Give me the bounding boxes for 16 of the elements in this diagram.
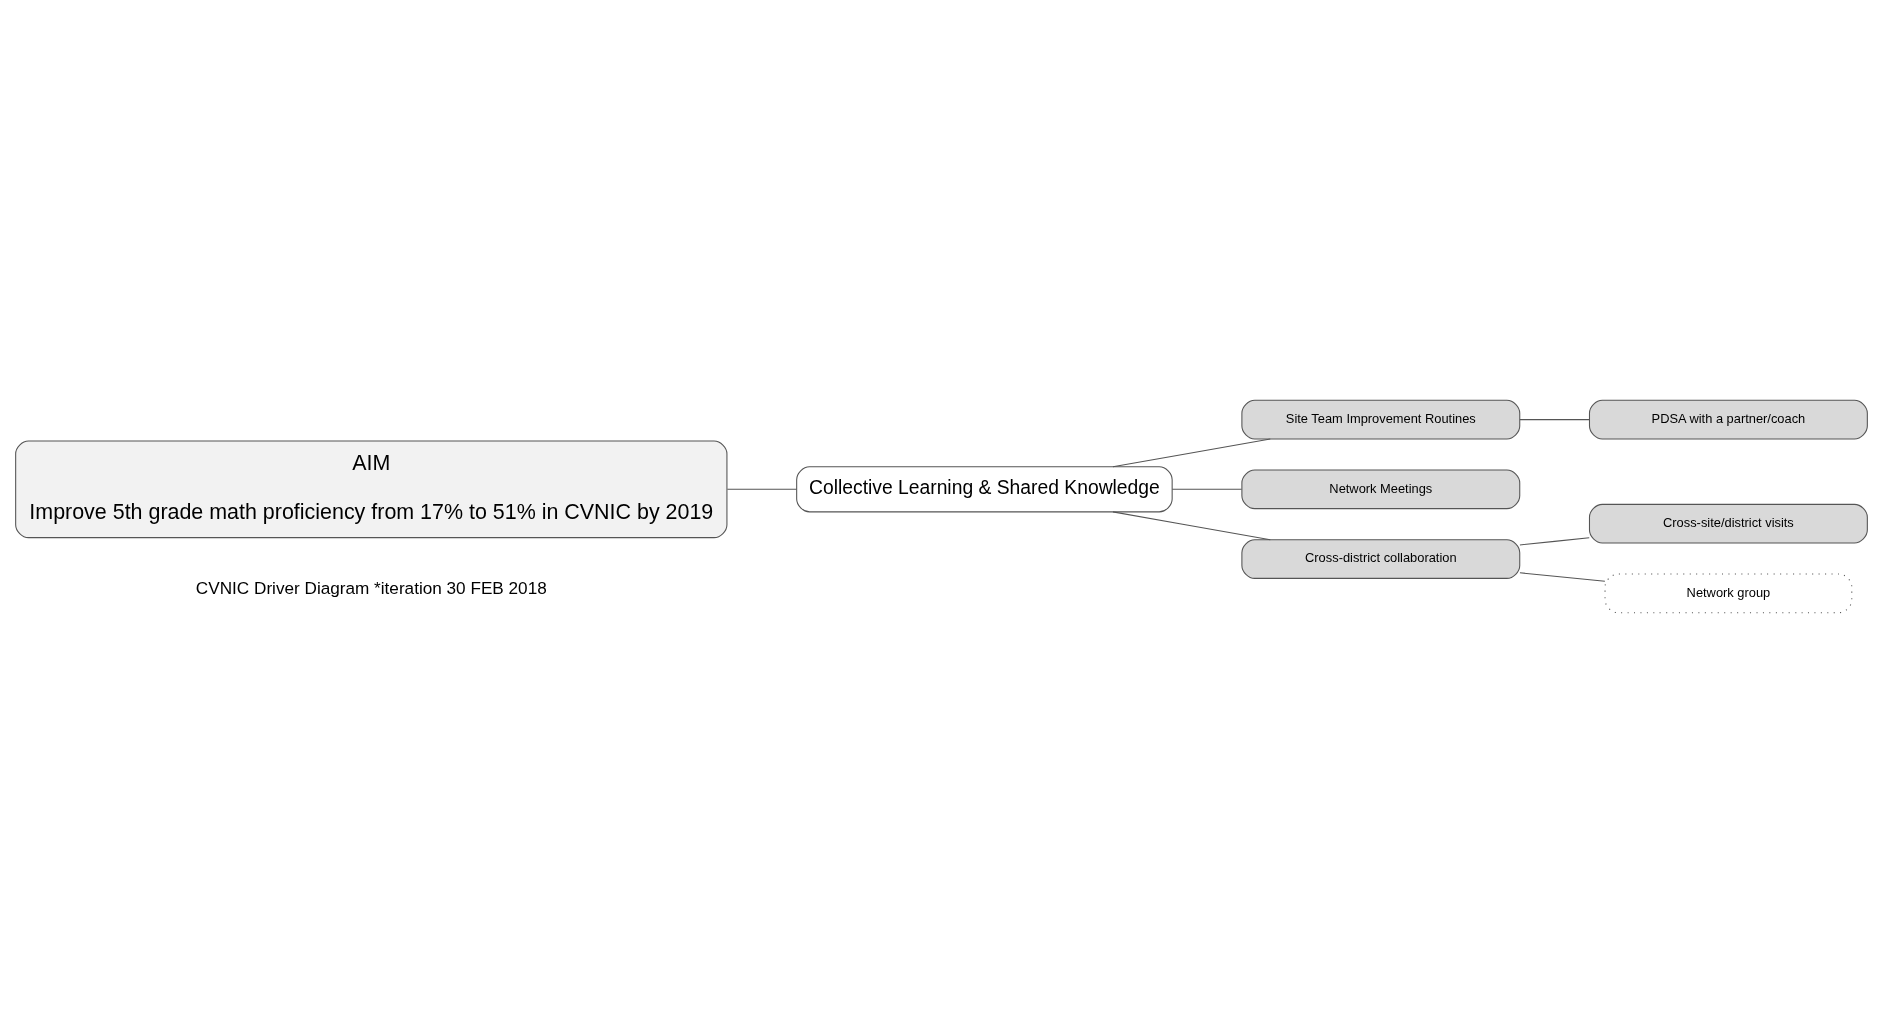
- connector: [1519, 537, 1590, 546]
- node-box: Site Team Improvement Routines: [1241, 399, 1521, 440]
- node-box: AIM Improve 5th grade math proficiency from 17% to 51% in CVNIC by 2019: [15, 440, 728, 539]
- node-box: Network group: [1604, 573, 1853, 614]
- node-box: Network Meetings: [1241, 469, 1521, 510]
- node-box: Collective Learning & Shared Knowledge: [796, 466, 1173, 513]
- node-box: PDSA with a partner/coach: [1588, 399, 1868, 440]
- node-box: Cross-district collaboration: [1241, 539, 1521, 579]
- connector: [1112, 511, 1271, 541]
- connector: [726, 488, 798, 490]
- connector: [1519, 572, 1606, 582]
- connector: [1171, 488, 1243, 490]
- connector: [1112, 438, 1271, 468]
- label: CVNIC Driver Diagram *iteration 30 FEB 2018: [195, 578, 547, 599]
- connector: [1519, 419, 1590, 421]
- node-box: Cross-site/district visits: [1588, 503, 1868, 544]
